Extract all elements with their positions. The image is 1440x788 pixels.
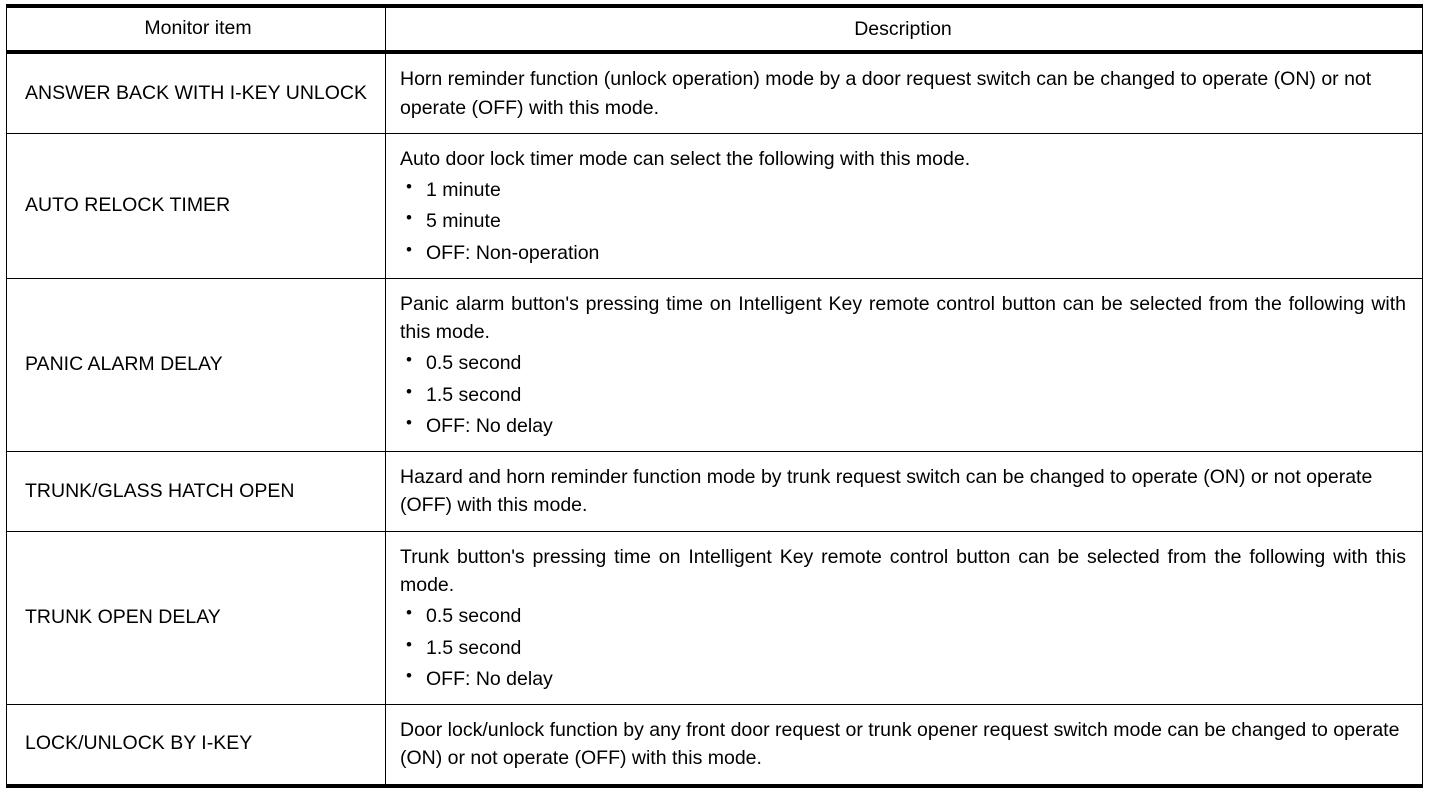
list-item: 5 minute — [400, 206, 1406, 235]
table-body: ANSWER BACK WITH I-KEY UNLOCK Horn remind… — [6, 52, 1423, 788]
monitor-item-cell: LOCK/UNLOCK BY I-KEY — [6, 704, 386, 788]
monitor-item-cell: TRUNK OPEN DELAY — [6, 530, 386, 705]
monitor-item-cell: ANSWER BACK WITH I-KEY UNLOCK — [6, 52, 386, 134]
description-cell: Door lock/unlock function by any front d… — [385, 704, 1423, 788]
table-row: LOCK/UNLOCK BY I-KEY Door lock/unlock fun… — [6, 704, 1423, 788]
description-option-list: 0.5 second 1.5 secondOFF: No delay — [400, 348, 1406, 440]
description-text: Trunk button's pressing time on Intellig… — [400, 545, 1406, 596]
description-text: Panic alarm button's pressing time on In… — [400, 292, 1406, 344]
document-page: Monitor item Description ANSWER BACK WIT… — [0, 0, 1440, 732]
monitor-item-cell: AUTO RELOCK TIMER — [6, 132, 386, 279]
table-row: TRUNK OPEN DELAY Trunk button's pressing … — [6, 530, 1423, 705]
description-text: Auto door lock timer mode can select the… — [400, 147, 971, 170]
monitor-item-description-table: Monitor item Description ANSWER BACK WIT… — [6, 3, 1423, 788]
table-row: TRUNK/GLASS HATCH OPEN Hazard and horn re… — [6, 451, 1423, 532]
description-option-list: 0.5 second 1.5 secondOFF: No delay — [400, 601, 1406, 693]
description-cell: Auto door lock timer mode can select the… — [385, 132, 1423, 279]
list-item: OFF: Non-operation — [400, 238, 1406, 267]
list-item: OFF: No delay — [400, 664, 1406, 693]
table-row: AUTO RELOCK TIMER Auto door lock timer mo… — [6, 132, 1423, 279]
table-header: Monitor item Description — [6, 3, 1423, 55]
table-row: PANIC ALARM DELAY Panic alarm button's pr… — [6, 277, 1423, 452]
description-cell: Hazard and horn reminder function mode b… — [385, 451, 1423, 532]
description-cell: Panic alarm button's pressing time on In… — [385, 277, 1423, 452]
list-item: 1.5 second — [400, 633, 1406, 662]
list-item: 0.5 second — [400, 601, 1406, 630]
column-header-description: Description — [385, 3, 1423, 55]
description-cell: Horn reminder function (unlock operation… — [385, 52, 1423, 134]
list-item: 1.5 second — [400, 380, 1406, 409]
list-item: 0.5 second — [400, 348, 1406, 377]
description-text: Horn reminder function (unlock operation… — [400, 68, 1372, 119]
list-item: OFF: No delay — [400, 411, 1406, 440]
description-text: Door lock/unlock function by any front d… — [400, 719, 1400, 770]
description-text: Hazard and horn reminder function mode b… — [400, 466, 1373, 517]
table-row: ANSWER BACK WITH I-KEY UNLOCK Horn remind… — [6, 52, 1423, 134]
column-header-monitor-item: Monitor item — [6, 3, 386, 55]
description-cell: Trunk button's pressing time on Intellig… — [385, 530, 1423, 705]
list-item: 1 minute — [400, 175, 1406, 204]
monitor-item-cell: TRUNK/GLASS HATCH OPEN — [6, 451, 386, 532]
description-option-list: 1 minute5 minuteOFF: Non-operation — [400, 175, 1406, 267]
monitor-item-cell: PANIC ALARM DELAY — [6, 277, 386, 452]
table-header-row: Monitor item Description — [6, 3, 1423, 55]
